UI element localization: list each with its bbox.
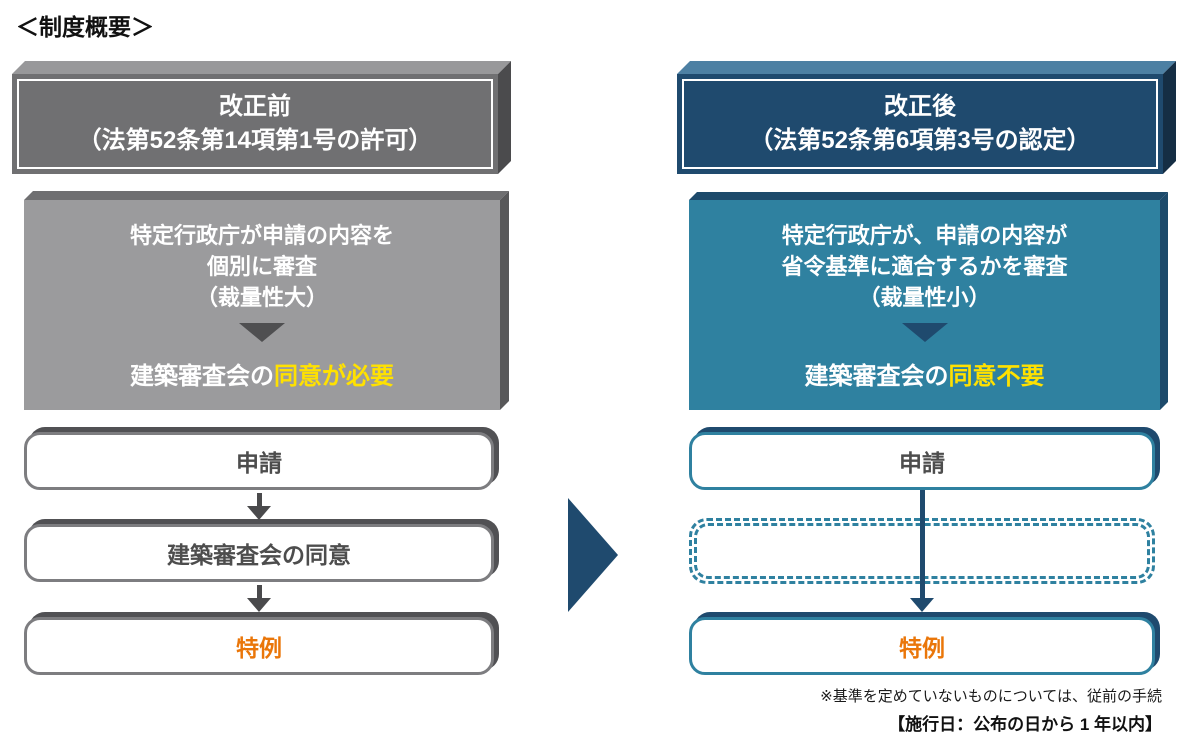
after-process-line3: （裁量性小） — [858, 284, 991, 310]
after-result-line: 建築審査会の同意不要 — [805, 356, 1045, 391]
before-flow-step-application: 申請 — [24, 432, 494, 490]
down-arrow-icon — [247, 493, 271, 520]
footnote: ※基準を定めていないものについては、従前の手続 — [820, 688, 1162, 705]
before-result-prefix: 建築審査会の — [130, 362, 274, 390]
page-title: ＜制度概要＞ — [16, 14, 154, 40]
transition-arrow-icon — [568, 498, 618, 612]
down-arrow-icon — [910, 490, 934, 612]
before-result-line: 建築審査会の同意が必要 — [130, 356, 394, 391]
before-process-line3: （裁量性大） — [195, 284, 328, 310]
after-flow-step-special-label: 特例 — [899, 635, 945, 661]
after-process-line1: 特定行政庁が、申請の内容が — [781, 222, 1068, 248]
after-result-prefix: 建築審査会の — [804, 362, 949, 390]
down-arrow-stem — [256, 493, 262, 506]
before-process-box: 特定行政庁が申請の内容を 個別に審査 （裁量性大） 建築審査会の同意が必要 — [24, 200, 500, 410]
after-header-subtitle: （法第52条第6項第3号の認定） — [749, 127, 1091, 154]
down-arrow-head — [910, 598, 934, 612]
after-result-highlight: 同意不要 — [948, 362, 1045, 390]
before-flow-step-consent-label: 建築審査会の同意 — [167, 542, 351, 568]
triangle-down-icon — [901, 322, 948, 342]
before-header-face: 改正前 （法第52条第14項第1号の許可） — [12, 74, 498, 174]
after-header: 改正後 （法第52条第6項第3号の認定） — [677, 74, 1163, 174]
before-flow-step-consent: 建築審査会の同意 — [24, 524, 494, 582]
before-result-highlight: 同意が必要 — [274, 362, 394, 390]
before-flow-step-application-label: 申請 — [236, 450, 282, 476]
after-header-face: 改正後 （法第52条第6項第3号の認定） — [677, 74, 1163, 174]
before-process-face: 特定行政庁が申請の内容を 個別に審査 （裁量性大） 建築審査会の同意が必要 — [24, 200, 500, 410]
after-flow-step-special: 特例 — [689, 617, 1155, 675]
before-header: 改正前 （法第52条第14項第1号の許可） — [12, 74, 498, 174]
triangle-down-icon — [239, 322, 285, 342]
enforcement-date: 【施行日：公布の日から 1 年以内】 — [888, 715, 1162, 734]
down-arrow-icon — [247, 585, 271, 612]
after-flow-step-application-label: 申請 — [899, 450, 945, 476]
after-process-face: 特定行政庁が、申請の内容が 省令基準に適合するかを審査 （裁量性小） 建築審査会… — [689, 200, 1160, 410]
before-process-line2: 個別に審査 — [206, 253, 317, 279]
after-flow-step-application: 申請 — [689, 432, 1155, 490]
down-arrow-head — [247, 598, 271, 612]
after-process-line2: 省令基準に適合するかを審査 — [781, 253, 1068, 279]
down-arrow-stem — [256, 585, 262, 598]
before-process-line1: 特定行政庁が申請の内容を — [129, 222, 394, 248]
before-header-subtitle: （法第52条第14項第1号の許可） — [77, 127, 433, 154]
after-header-title: 改正後 — [884, 93, 956, 120]
before-flow-step-special-label: 特例 — [236, 635, 282, 661]
before-flow-step-special: 特例 — [24, 617, 494, 675]
down-arrow-head — [247, 506, 271, 520]
after-process-box: 特定行政庁が、申請の内容が 省令基準に適合するかを審査 （裁量性小） 建築審査会… — [689, 200, 1160, 410]
down-arrow-stem — [919, 490, 925, 598]
before-header-title: 改正前 — [219, 93, 291, 120]
